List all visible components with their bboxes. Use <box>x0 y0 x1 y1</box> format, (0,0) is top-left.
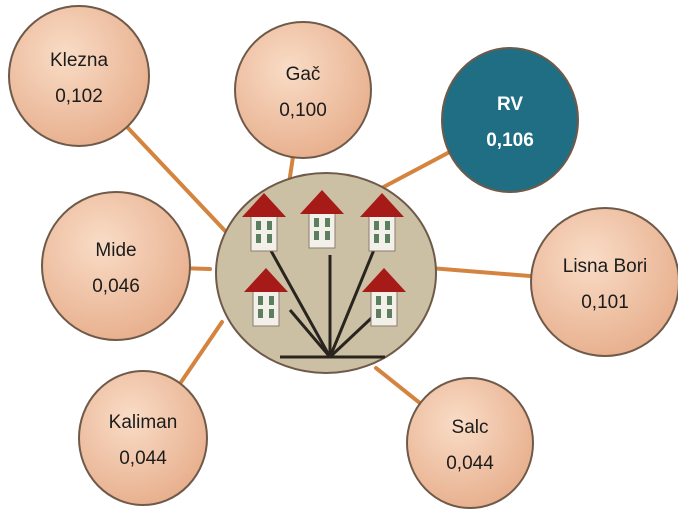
node-circle <box>234 21 372 159</box>
node-circle <box>530 207 678 357</box>
node-name: Klezna <box>50 50 109 71</box>
node-salc: Salc 0,044 <box>406 377 534 509</box>
node-name: RV <box>497 94 523 115</box>
node-lisna-bori: Lisna Bori 0,101 <box>530 207 678 357</box>
node-circle <box>441 47 579 193</box>
node-circle <box>41 191 191 341</box>
node-name: Salc <box>452 417 489 438</box>
node-name: Gač <box>286 64 321 85</box>
node-value: 0,106 <box>486 130 534 151</box>
node-value: 0,046 <box>92 276 140 297</box>
node-kaliman: Kaliman 0,044 <box>78 370 208 506</box>
node-gac: Gač 0,100 <box>234 21 372 159</box>
center-houses-icon <box>215 172 437 374</box>
node-circle <box>406 377 534 509</box>
node-value: 0,102 <box>55 86 103 107</box>
node-mide: Mide 0,046 <box>41 191 191 341</box>
node-value: 0,044 <box>446 453 494 474</box>
node-klezna: Klezna 0,102 <box>8 5 150 147</box>
node-value: 0,044 <box>119 448 167 469</box>
node-circle <box>78 370 208 506</box>
node-value: 0,101 <box>581 292 629 313</box>
node-name: Kaliman <box>109 412 178 433</box>
node-name: Mide <box>95 240 136 261</box>
node-rv: RV 0,106 <box>441 47 579 193</box>
houses-tree-lines <box>263 239 385 359</box>
node-value: 0,100 <box>279 100 327 121</box>
node-circle <box>8 5 150 147</box>
node-name: Lisna Bori <box>563 256 648 277</box>
